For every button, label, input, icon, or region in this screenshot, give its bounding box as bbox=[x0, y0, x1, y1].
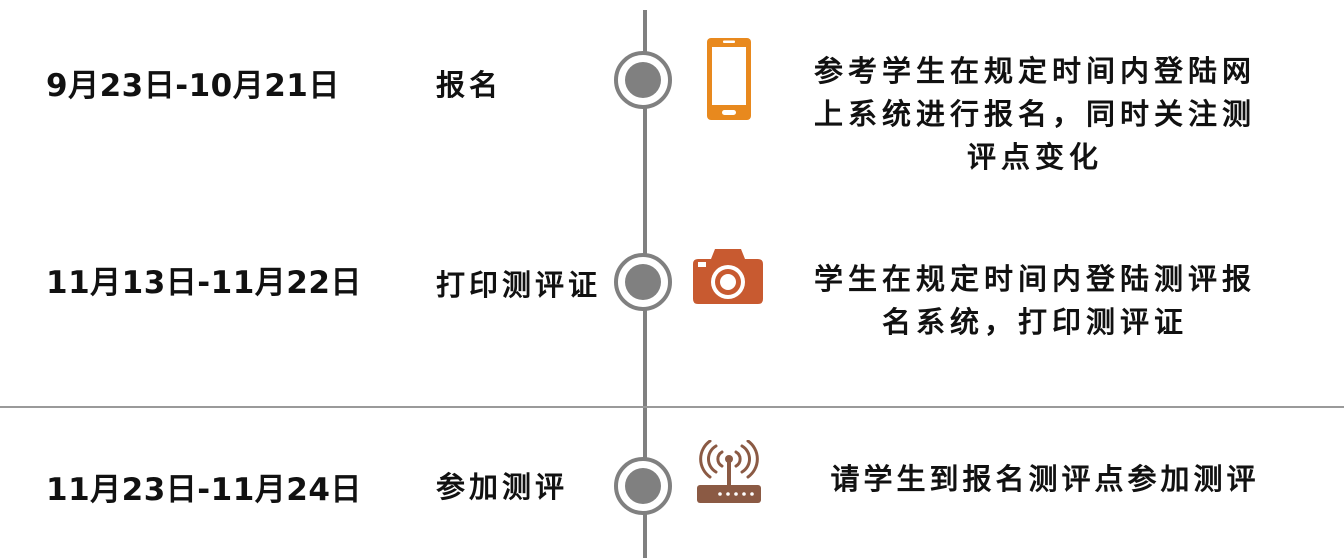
event-description: 请学生到报名测评点参加测评 bbox=[830, 462, 1260, 496]
timeline-node bbox=[614, 51, 672, 109]
timeline-node bbox=[614, 457, 672, 515]
event-description: 学生在规定时间内登陆测评报名系统，打印测评证 bbox=[813, 262, 1256, 339]
event-stage: 打印测评证 bbox=[436, 268, 602, 302]
event-date: 11月23日-11月24日 bbox=[46, 472, 362, 508]
timeline-node bbox=[614, 253, 672, 311]
section-divider bbox=[0, 406, 1344, 408]
event-date: 11月13日-11月22日 bbox=[46, 265, 362, 301]
event-stage: 参加测评 bbox=[436, 470, 569, 504]
event-description: 参考学生在规定时间内登陆网上系统进行报名，同时关注测评点变化 bbox=[813, 54, 1256, 174]
event-date: 9月23日-10月21日 bbox=[46, 68, 340, 104]
camera-icon bbox=[693, 249, 763, 304]
event-stage: 报名 bbox=[436, 68, 503, 102]
wifi-router-icon bbox=[697, 440, 761, 503]
smartphone-icon bbox=[707, 38, 751, 120]
